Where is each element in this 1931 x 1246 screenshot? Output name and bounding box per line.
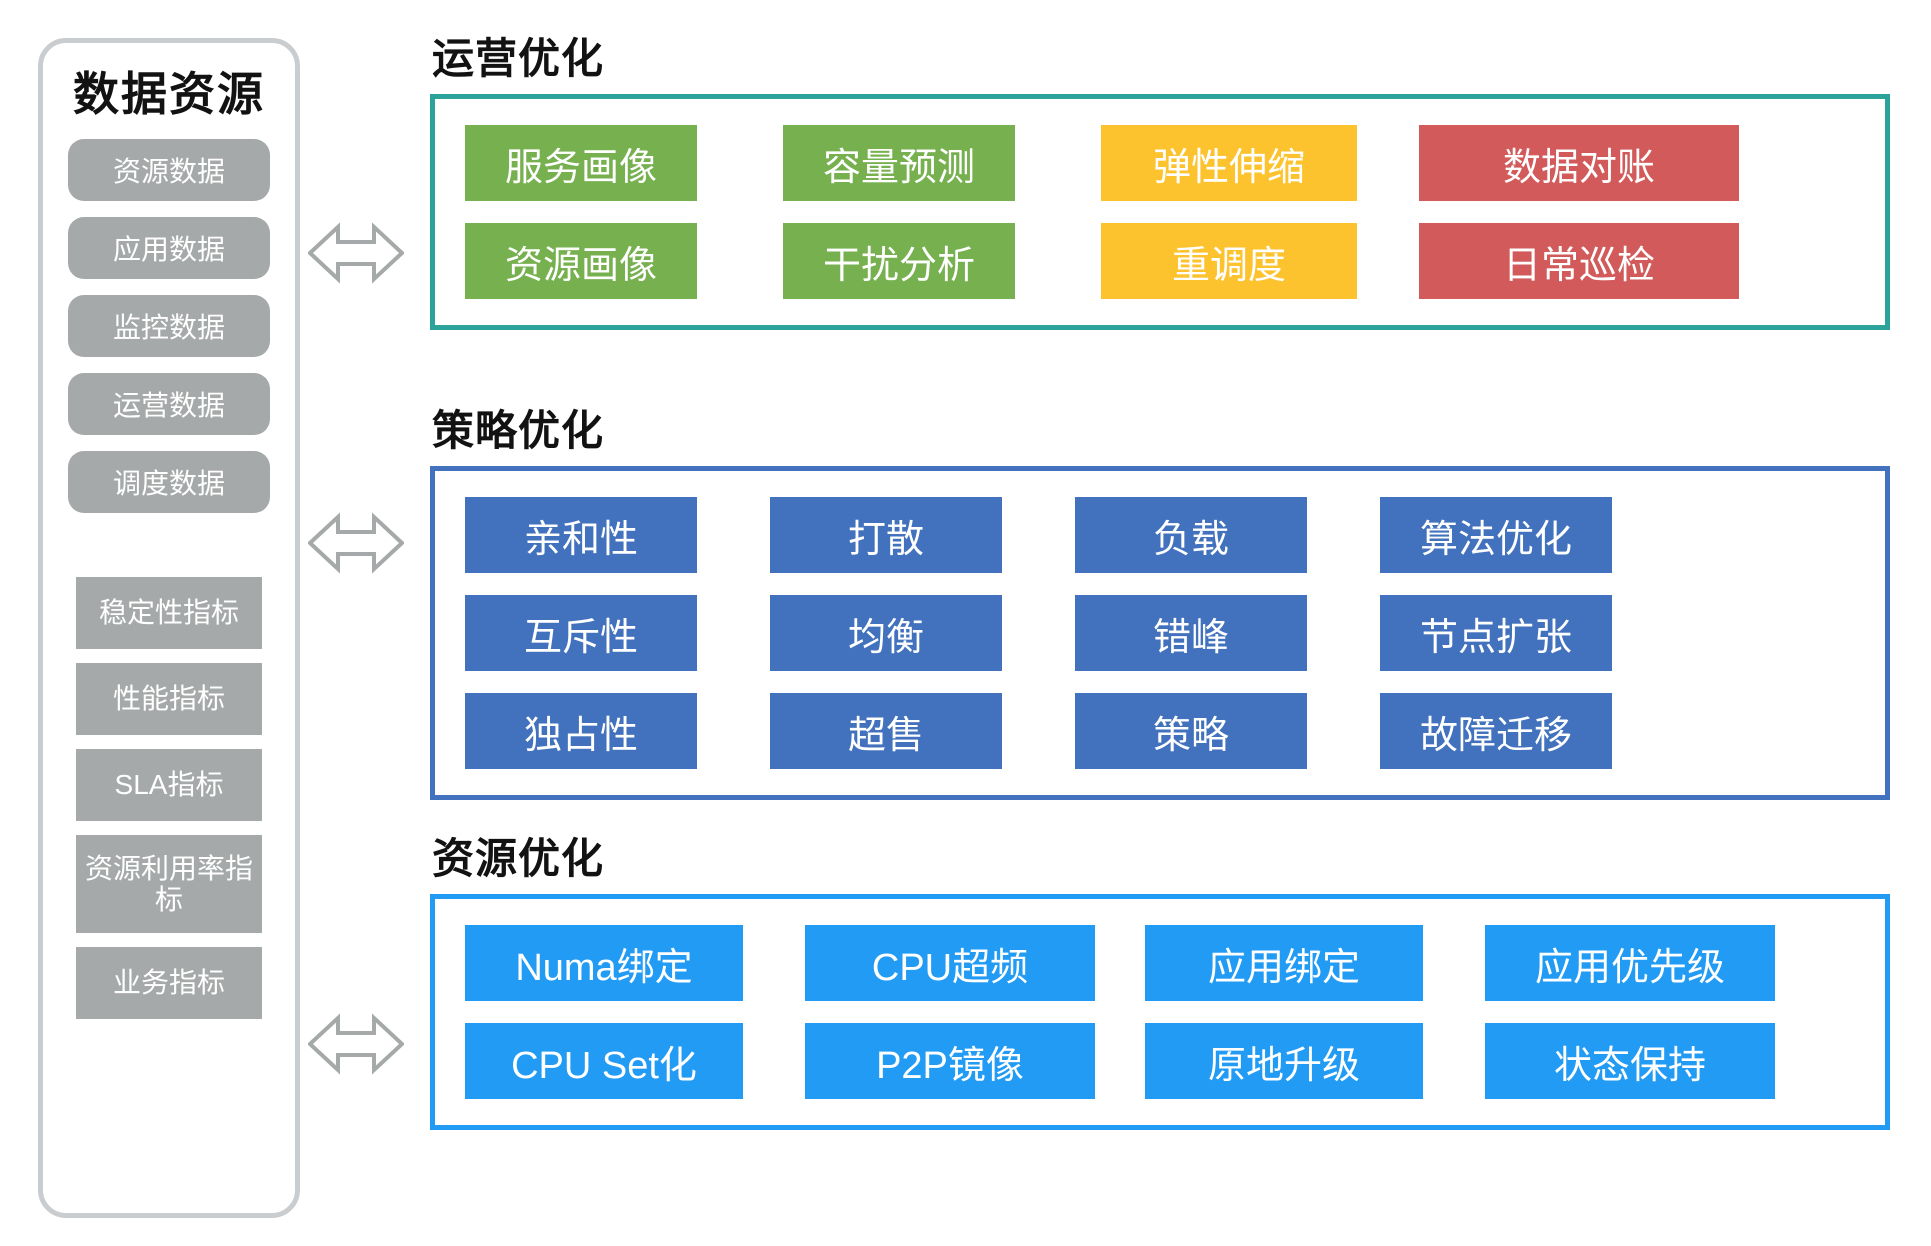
tile[interactable]: 互斥性 xyxy=(465,595,697,671)
tile[interactable]: P2P镜像 xyxy=(805,1023,1095,1099)
tile[interactable]: 节点扩张 xyxy=(1380,595,1612,671)
tile[interactable]: 算法优化 xyxy=(1380,497,1612,573)
section-title: 资源优化 xyxy=(432,835,605,882)
tile-column: 算法优化 节点扩张 故障迁移 xyxy=(1380,497,1685,769)
section-title: 策略优化 xyxy=(432,407,605,454)
tile[interactable]: 策略 xyxy=(1075,693,1307,769)
section-policy: 策略优化 亲和性 互斥性 独占性 打散 均衡 超售 负载 错峰 策略 算法优化 … xyxy=(430,410,1890,800)
tile-column: 数据对账 日常巡检 xyxy=(1419,125,1739,299)
tile[interactable]: 打散 xyxy=(770,497,1002,573)
tile[interactable]: 状态保持 xyxy=(1485,1023,1775,1099)
tile[interactable]: 应用绑定 xyxy=(1145,925,1423,1001)
tile-column: 应用优先级 状态保持 xyxy=(1485,925,1825,1099)
tile[interactable]: 负载 xyxy=(1075,497,1307,573)
tile[interactable]: 重调度 xyxy=(1101,223,1357,299)
section-ops: 运营优化 服务画像 资源画像 容量预测 干扰分析 弹性伸缩 重调度 数据对账 日… xyxy=(430,38,1890,330)
double-arrow-horizontal-icon xyxy=(308,1013,404,1075)
tile[interactable]: 资源画像 xyxy=(465,223,697,299)
section-title: 运营优化 xyxy=(432,35,605,82)
double-arrow-horizontal-icon xyxy=(308,222,404,284)
tile[interactable]: 超售 xyxy=(770,693,1002,769)
list-item[interactable]: 调度数据 xyxy=(68,451,270,513)
tile[interactable]: 原地升级 xyxy=(1145,1023,1423,1099)
list-item[interactable]: 应用数据 xyxy=(68,217,270,279)
tile[interactable]: 服务画像 xyxy=(465,125,697,201)
tile-column: 应用绑定 原地升级 xyxy=(1145,925,1485,1099)
list-item[interactable]: 业务指标 xyxy=(76,947,262,1019)
tile[interactable]: 错峰 xyxy=(1075,595,1307,671)
tile-column: 容量预测 干扰分析 xyxy=(783,125,1101,299)
tile[interactable]: 数据对账 xyxy=(1419,125,1739,201)
tile-column: 负载 错峰 策略 xyxy=(1075,497,1380,769)
tile[interactable]: 弹性伸缩 xyxy=(1101,125,1357,201)
tile[interactable]: Numa绑定 xyxy=(465,925,743,1001)
section-resource: 资源优化 Numa绑定 CPU Set化 CPU超频 P2P镜像 应用绑定 原地… xyxy=(430,838,1890,1130)
tile-column: CPU超频 P2P镜像 xyxy=(805,925,1145,1099)
tile[interactable]: 独占性 xyxy=(465,693,697,769)
data-item-list: 资源数据 应用数据 监控数据 运营数据 调度数据 xyxy=(68,139,270,529)
tile[interactable]: 干扰分析 xyxy=(783,223,1015,299)
tile[interactable]: CPU超频 xyxy=(805,925,1095,1001)
tile-column: 亲和性 互斥性 独占性 xyxy=(465,497,770,769)
data-resource-sidebar: 数据资源 资源数据 应用数据 监控数据 运营数据 调度数据 稳定性指标 性能指标… xyxy=(38,38,300,1218)
list-item[interactable]: 性能指标 xyxy=(76,663,262,735)
tile[interactable]: 容量预测 xyxy=(783,125,1015,201)
section-box: 服务画像 资源画像 容量预测 干扰分析 弹性伸缩 重调度 数据对账 日常巡检 xyxy=(430,94,1890,330)
list-item[interactable]: 资源利用率指标 xyxy=(76,835,262,933)
tile[interactable]: 故障迁移 xyxy=(1380,693,1612,769)
sidebar-title: 数据资源 xyxy=(73,68,265,120)
section-box: Numa绑定 CPU Set化 CPU超频 P2P镜像 应用绑定 原地升级 应用… xyxy=(430,894,1890,1130)
list-item[interactable]: 资源数据 xyxy=(68,139,270,201)
tile[interactable]: 均衡 xyxy=(770,595,1002,671)
tile-column: 打散 均衡 超售 xyxy=(770,497,1075,769)
tile[interactable]: 日常巡检 xyxy=(1419,223,1739,299)
tile-column: 弹性伸缩 重调度 xyxy=(1101,125,1419,299)
metric-item-list: 稳定性指标 性能指标 SLA指标 资源利用率指标 业务指标 xyxy=(76,577,262,1033)
list-item[interactable]: 稳定性指标 xyxy=(76,577,262,649)
list-item[interactable]: 运营数据 xyxy=(68,373,270,435)
tile[interactable]: 应用优先级 xyxy=(1485,925,1775,1001)
section-box: 亲和性 互斥性 独占性 打散 均衡 超售 负载 错峰 策略 算法优化 节点扩张 … xyxy=(430,466,1890,800)
double-arrow-horizontal-icon xyxy=(308,512,404,574)
list-item[interactable]: SLA指标 xyxy=(76,749,262,821)
tile-column: 服务画像 资源画像 xyxy=(465,125,783,299)
tile-column: Numa绑定 CPU Set化 xyxy=(465,925,805,1099)
tile[interactable]: CPU Set化 xyxy=(465,1023,743,1099)
list-item[interactable]: 监控数据 xyxy=(68,295,270,357)
tile[interactable]: 亲和性 xyxy=(465,497,697,573)
